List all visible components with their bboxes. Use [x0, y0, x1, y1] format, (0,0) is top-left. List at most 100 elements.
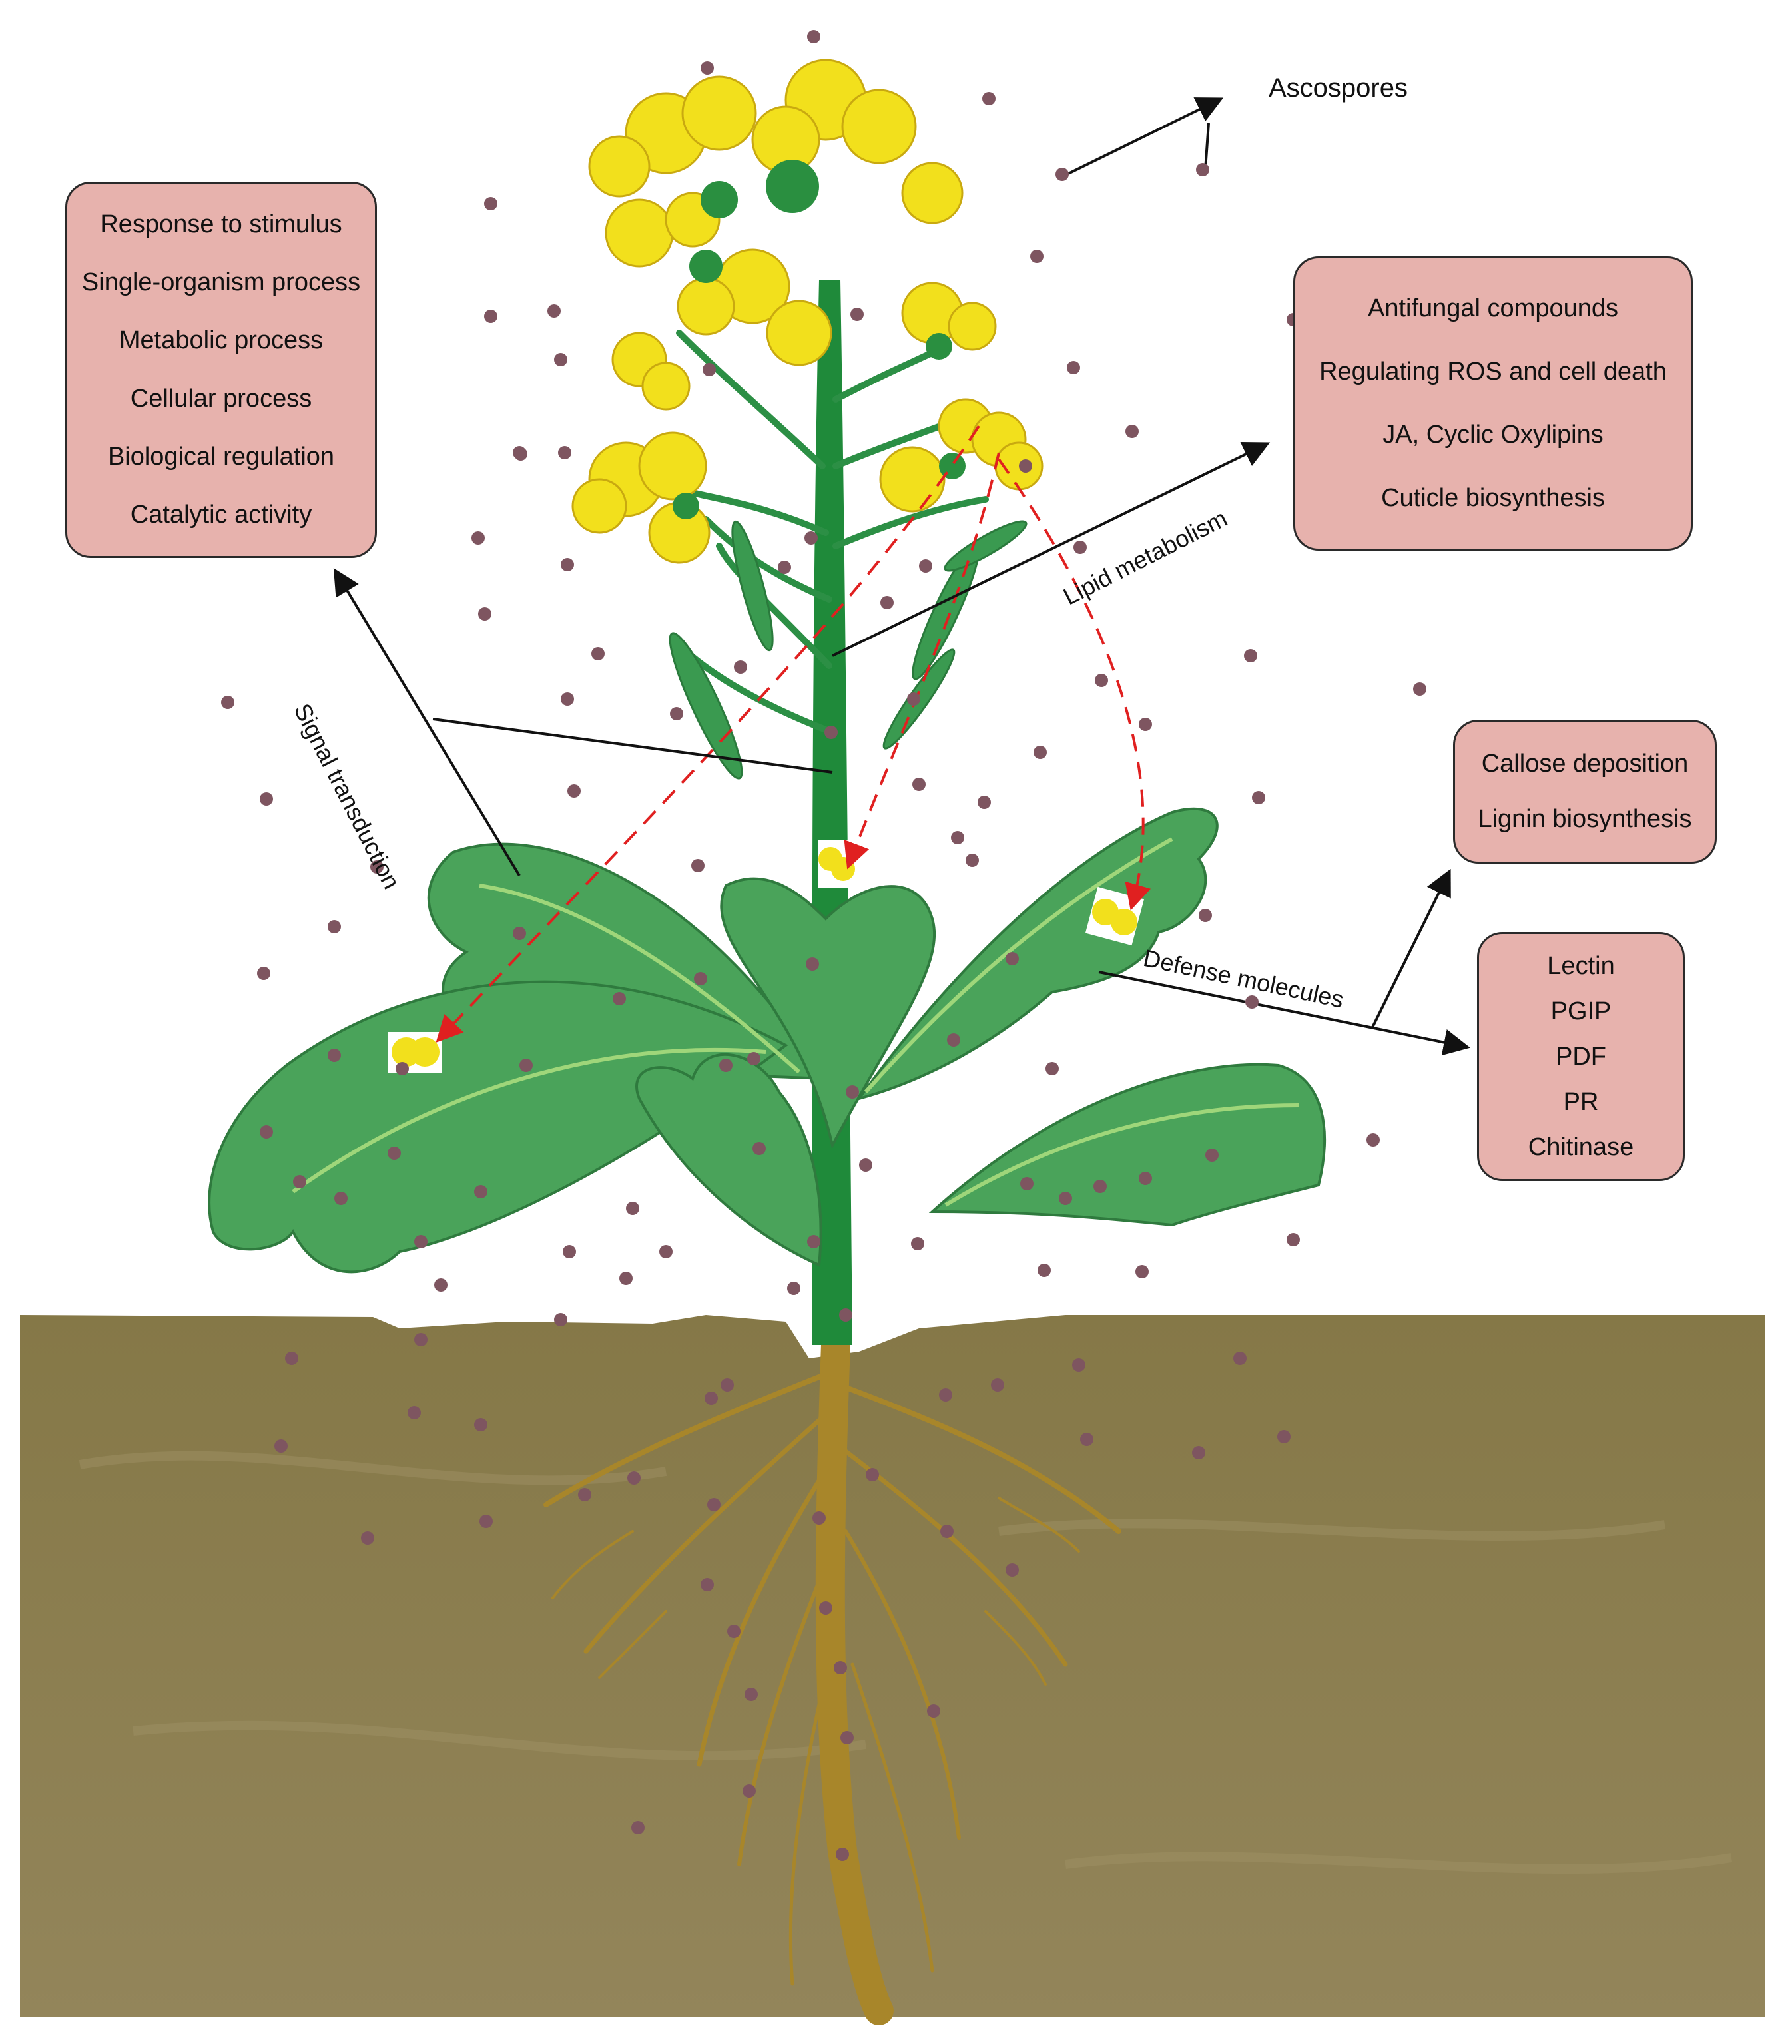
ascospore-dot-icon	[1233, 1352, 1247, 1365]
go-term-item: Catalytic activity	[130, 500, 312, 529]
ascospore-dot-icon	[966, 854, 979, 867]
ascospore-dot-icon	[1055, 168, 1069, 181]
ascospore-dot-icon	[631, 1821, 645, 1834]
ascospore-dot-icon	[434, 1278, 448, 1292]
ascospore-dot-icon	[743, 1784, 756, 1798]
ascospore-dot-icon	[619, 1272, 633, 1285]
ascospore-dot-icon	[846, 1085, 859, 1099]
ascospore-dot-icon	[694, 972, 707, 985]
ascospore-dot-icon	[479, 1515, 493, 1528]
ascospore-dot-icon	[260, 792, 273, 806]
ascospore-dot-icon	[752, 1142, 766, 1155]
ascospore-dot-icon	[927, 1704, 940, 1718]
ascospore-dot-icon	[991, 1378, 1004, 1392]
ascospore-dot-icon	[719, 1059, 733, 1072]
ascospore-dot-icon	[978, 796, 991, 809]
ascospore-dot-icon	[561, 692, 574, 706]
lipid-effects-box: Antifungal compounds Regulating ROS and …	[1293, 256, 1693, 551]
ascospore-dot-icon	[839, 1308, 852, 1322]
ascospore-dot-icon	[513, 927, 526, 940]
ascospore-dot-icon	[670, 707, 683, 720]
ascospore-dot-icon	[519, 1059, 533, 1072]
ascospore-dot-icon	[982, 92, 996, 105]
root-system	[543, 1330, 1121, 2025]
ascospore-dot-icon	[1245, 995, 1259, 1009]
defense-molecules-box: Lectin PGIP PDF PR Chitinase	[1477, 932, 1685, 1181]
ascospore-dot-icon	[627, 1471, 641, 1485]
ascospore-dot-icon	[408, 1406, 421, 1419]
ascospore-dot-icon	[1135, 1265, 1149, 1278]
ascospore-dot-icon	[947, 1033, 960, 1047]
defense-item: Chitinase	[1528, 1133, 1634, 1161]
annotation-arrows	[333, 97, 1470, 1056]
ascospore-dot-icon	[1199, 909, 1212, 922]
ascospore-dot-icon	[812, 1511, 826, 1525]
ascospore-dot-icon	[859, 1158, 872, 1172]
ascospore-dot-icon	[613, 992, 626, 1005]
ascospore-dot-icon	[1034, 746, 1047, 759]
ascospore-dot-icon	[1095, 674, 1108, 687]
ascospore-dot-icon	[778, 561, 791, 574]
lipid-effect-item: Cuticle biosynthesis	[1381, 484, 1605, 512]
ascospore-dot-icon	[1067, 361, 1080, 374]
ascospore-dot-icon	[370, 860, 384, 874]
ascospore-dot-icon	[554, 1313, 567, 1326]
ascospore-dot-icon	[1277, 1430, 1291, 1443]
ascospore-dot-icon	[561, 558, 574, 571]
ascospore-dot-icon	[1072, 1358, 1085, 1372]
ascospore-dot-icon	[787, 1282, 800, 1295]
defense-item: PGIP	[1550, 997, 1612, 1025]
ascospore-dot-icon	[1020, 1177, 1034, 1190]
ascospore-dot-icon	[880, 596, 894, 609]
ascospore-dot-icon	[834, 1661, 847, 1674]
ascospore-dot-icon	[912, 778, 926, 791]
ascospore-dot-icon	[547, 304, 561, 318]
ascospore-dot-icon	[1196, 163, 1209, 176]
ascospore-dot-icon	[1413, 682, 1426, 696]
ascospore-dot-icon	[1038, 1264, 1051, 1277]
ascospore-dot-icon	[1080, 1433, 1093, 1446]
ascospore-dot-icon	[388, 1147, 401, 1160]
ascospore-dot-icon	[940, 1525, 954, 1538]
ascospore-dot-icon	[1073, 541, 1087, 554]
lipid-effect-item: Antifungal compounds	[1367, 294, 1619, 322]
ascospore-dot-icon	[328, 1049, 341, 1062]
ascospore-dot-icon	[907, 692, 920, 706]
soil	[20, 1315, 1765, 2017]
ascospore-dot-icon	[1045, 1062, 1059, 1075]
ascospore-dot-icon	[807, 30, 820, 43]
ascospore-dot-icon	[484, 310, 497, 323]
ascospore-dot-icon	[578, 1488, 591, 1501]
leaf-base	[635, 1053, 822, 1267]
ascospore-dot-icon	[361, 1531, 374, 1545]
ascospore-dot-icon	[705, 1392, 718, 1405]
ascospore-dot-icon	[1125, 425, 1139, 438]
ascospore-dot-icon	[1244, 649, 1257, 662]
ascospore-dot-icon	[414, 1333, 428, 1346]
ascospore-dot-icon	[591, 647, 605, 660]
ascospore-dot-icon	[1093, 1180, 1107, 1193]
go-term-item: Biological regulation	[107, 442, 335, 471]
cell-wall-box: Callose deposition Lignin biosynthesis	[1453, 720, 1717, 864]
ascospore-dot-icon	[850, 308, 864, 321]
ascospore-dot-icon	[626, 1202, 639, 1215]
ascospore-dot-icon	[554, 353, 567, 366]
leaves	[208, 807, 1327, 1274]
defense-item: PDF	[1556, 1042, 1606, 1071]
ascospore-dot-icon	[558, 446, 571, 459]
defense-item: PR	[1563, 1087, 1599, 1116]
leaf-upper-right	[856, 807, 1219, 1101]
ascospore-dot-icon	[734, 660, 747, 674]
ascospore-dot-icon	[414, 1235, 428, 1248]
flowers	[571, 59, 1044, 564]
ascospore-dot-icon	[396, 1062, 409, 1075]
ascospore-dot-icon	[691, 859, 705, 872]
ascospore-dot-icon	[939, 1388, 952, 1402]
ascospore-dot-icon	[334, 1192, 348, 1205]
leaf-lower-right	[928, 1063, 1327, 1227]
ascospore-dot-icon	[1006, 1563, 1019, 1577]
ascospore-dot-icon	[1192, 1446, 1205, 1459]
ascospore-dot-icon	[484, 197, 497, 210]
ascospore-dot-icon	[567, 784, 581, 798]
ascospore-dot-icon	[260, 1125, 273, 1139]
